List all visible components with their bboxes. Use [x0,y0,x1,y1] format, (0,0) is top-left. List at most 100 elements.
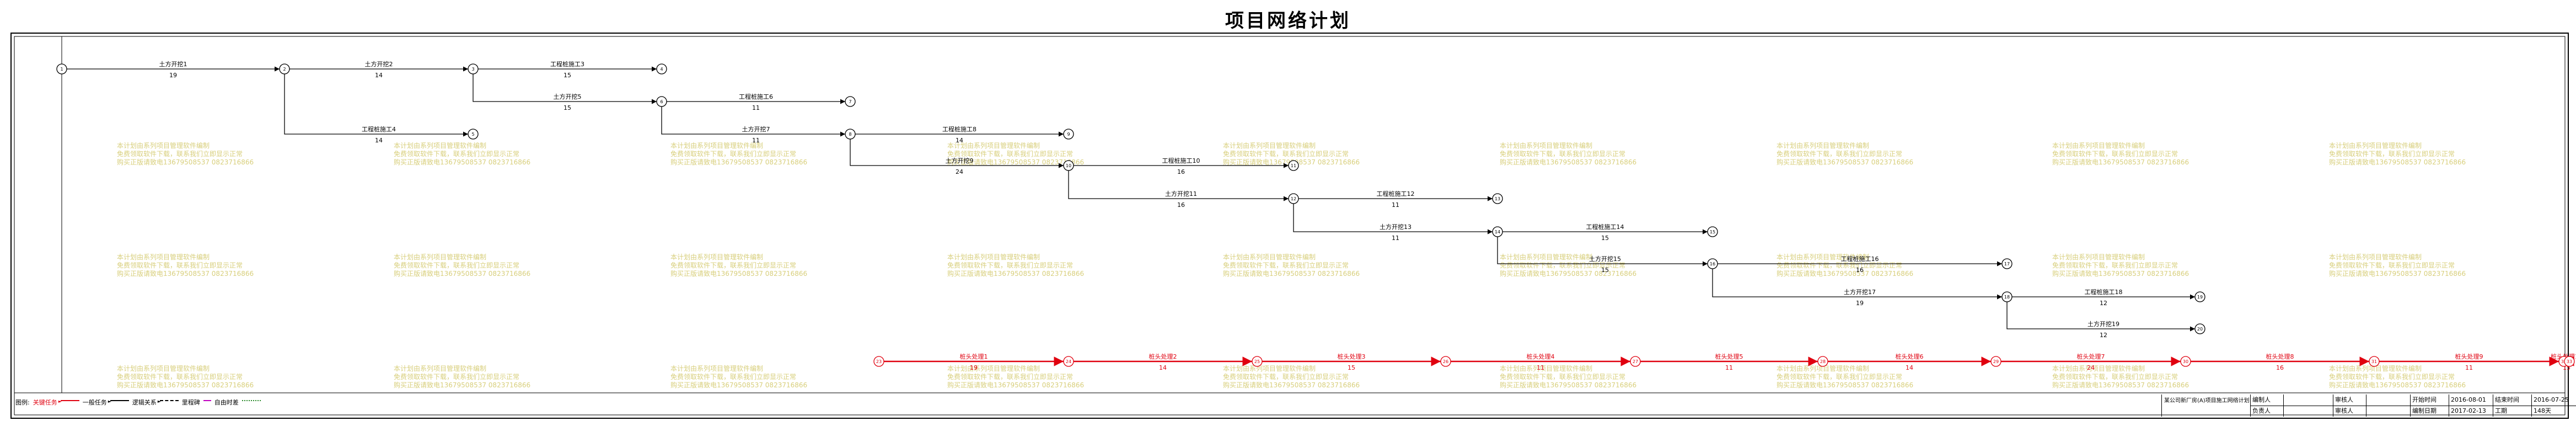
event-node-circle [1063,160,1074,171]
legend: 图例: 关键任务 一般任务 逻辑关系 里程碑 自由时差 [15,398,261,407]
activity-name: 土方开挖13 [1380,223,1412,231]
activity-name: 桩头处理3 [1338,353,1366,360]
finish-value: 2016-07-25 [2534,396,2569,403]
frame-inner [14,36,2566,415]
drawn-by-label: 编制人 [2252,396,2271,403]
watermark-text: 购买正版请致电13679508537 0823716866 [670,158,807,166]
activity-duration: 19 [970,364,978,371]
activity-duration: 12 [2100,332,2107,339]
watermark-text: 本计划由系列项目管理软件编制 [117,253,210,261]
watermark-text: 本计划由系列项目管理软件编制 [1223,364,1316,372]
date-label: 编制日期 [2412,407,2437,414]
watermark-text: 本计划由系列项目管理软件编制 [117,364,210,372]
event-node-circle [1492,226,1503,237]
event-node: 18 [2001,291,2012,302]
activity-duration: 19 [169,72,177,79]
watermark-text: 免费领取软件下载，联系我们立即显示正常 [2329,372,2455,381]
event-node-label: 25 [1254,359,1260,364]
event-node: 9 [1063,129,1074,140]
legend-logic-swatch [159,400,179,401]
event-node-circle [2001,291,2012,302]
event-node: 2 [279,63,290,74]
watermark-text: 购买正版请致电13679508537 0823716866 [2329,269,2466,278]
watermark-text: 本计划由系列项目管理软件编制 [394,253,486,261]
watermark-text: 购买正版请致电13679508537 0823716866 [394,269,530,278]
watermark-text: 购买正版请致电13679508537 0823716866 [1500,158,1636,166]
event-node-circle [2001,258,2012,269]
event-node-label: 16 [1710,262,1715,267]
checked-by-label: 审核人 [2335,396,2353,403]
project-name: 某公司新厂房(A)项目施工网络计划 [2164,398,2250,404]
watermark-text: 免费领取软件下载，联系我们立即显示正常 [1223,261,1349,269]
event-node: 28 [1817,356,1828,367]
watermark-text: 免费领取软件下载，联系我们立即显示正常 [1777,150,1902,158]
watermark-text: 免费领取软件下载，联系我们立即显示正常 [1777,372,1902,381]
activity-duration: 16 [2276,364,2284,371]
activity: 工程桩施工10 16 [1074,157,1289,175]
activity-duration: 24 [2087,364,2095,371]
activity-name: 桩头处理9 [2455,353,2483,360]
event-node-label: 15 [1710,230,1715,235]
event-node-label: 2 [283,67,286,72]
activity-duration: 11 [1392,201,1399,209]
watermark-text: 购买正版请致电13679508537 0823716866 [1777,158,1913,166]
finish-label: 结束时间 [2495,396,2519,403]
activity-name: 工程桩施工10 [1162,157,1200,164]
watermark-text: 免费领取软件下载，联系我们立即显示正常 [394,261,519,269]
event-node: 11 [1288,160,1299,171]
watermark-text: 购买正版请致电13679508537 0823716866 [1777,381,1913,389]
event-node-circle [1707,258,1718,269]
start-label: 开始时间 [2412,396,2437,403]
activity-arrow [1712,269,2002,300]
watermark-text: 本计划由系列项目管理软件编制 [394,364,486,372]
activity-duration: 15 [1601,235,1609,242]
event-node-circle [845,129,856,140]
event-node-label: 32 [2561,359,2567,364]
event-node-circle [656,63,667,74]
event-node: 29 [1990,356,2001,367]
page-title: 项目网络计划 [1225,10,1351,32]
watermark-text: 免费领取软件下载，联系我们立即显示正常 [1500,150,1625,158]
event-node: 23 [873,356,884,367]
event-node-label: 6 [660,99,663,104]
activity-name: 桩头处理2 [1149,353,1177,360]
activity-duration: 14 [375,72,383,79]
watermark-text: 购买正版请致电13679508537 0823716866 [117,269,254,278]
event-node-label: 12 [1291,196,1296,201]
watermark-text: 本计划由系列项目管理软件编制 [2329,141,2422,150]
event-node-circle [1817,356,1828,367]
watermark-text: 免费领取软件下载，联系我们立即显示正常 [1500,261,1625,269]
activity-duration: 11 [1392,235,1399,242]
activity-duration: 16 [1177,168,1185,175]
activity-arrow [1497,237,1708,267]
watermark-text: 免费领取软件下载，联系我们立即显示正常 [1500,372,1625,381]
watermark-text: 免费领取软件下载，联系我们立即显示正常 [117,150,243,158]
watermark-text: 免费领取软件下载，联系我们立即显示正常 [1223,372,1349,381]
duration-value: 148天 [2534,407,2551,414]
footer: 图例: 关键任务 一般任务 逻辑关系 里程碑 自由时差 某公司新厂房(A)项目施… [12,395,2576,417]
event-node-circle [1252,356,1263,367]
watermark-text: 购买正版请致电13679508537 0823716866 [2329,158,2466,166]
event-node-label: 28 [1820,359,1826,364]
activity-name: 桩头处理4 [1527,353,1555,360]
activity-name: 土方开挖15 [1589,255,1621,263]
watermark-text: 免费领取软件下载，联系我们立即显示正常 [947,150,1073,158]
watermark-text: 购买正版请致电13679508537 0823716866 [2052,269,2189,278]
watermark-text: 本计划由系列项目管理软件编制 [670,141,763,150]
activity: 土方开挖13 11 [1293,204,1493,242]
legend-free-label: 自由时差 [214,399,239,406]
watermark-text: 免费领取软件下载，联系我们立即显示正常 [117,372,243,381]
watermark-text: 免费领取软件下载，联系我们立即显示正常 [670,150,796,158]
duration-label: 工期 [2495,407,2507,414]
watermark-text: 购买正版请致电13679508537 0823716866 [1500,269,1636,278]
watermark-text: 免费领取软件下载，联系我们立即显示正常 [2052,261,2178,269]
